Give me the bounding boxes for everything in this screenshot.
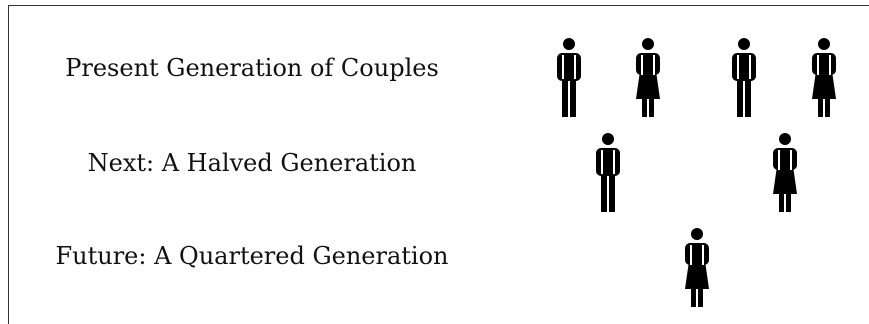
woman-icon bbox=[633, 37, 663, 117]
diagram-frame bbox=[8, 5, 869, 324]
woman-icon bbox=[809, 37, 839, 117]
man-icon bbox=[554, 37, 584, 117]
man-icon bbox=[593, 132, 623, 212]
woman-icon bbox=[682, 227, 712, 307]
row-label-future: Future: A Quartered Generation bbox=[55, 242, 449, 270]
row-label-present: Present Generation of Couples bbox=[65, 54, 439, 82]
woman-icon bbox=[770, 132, 800, 212]
row-label-next: Next: A Halved Generation bbox=[87, 149, 417, 177]
man-icon bbox=[729, 37, 759, 117]
